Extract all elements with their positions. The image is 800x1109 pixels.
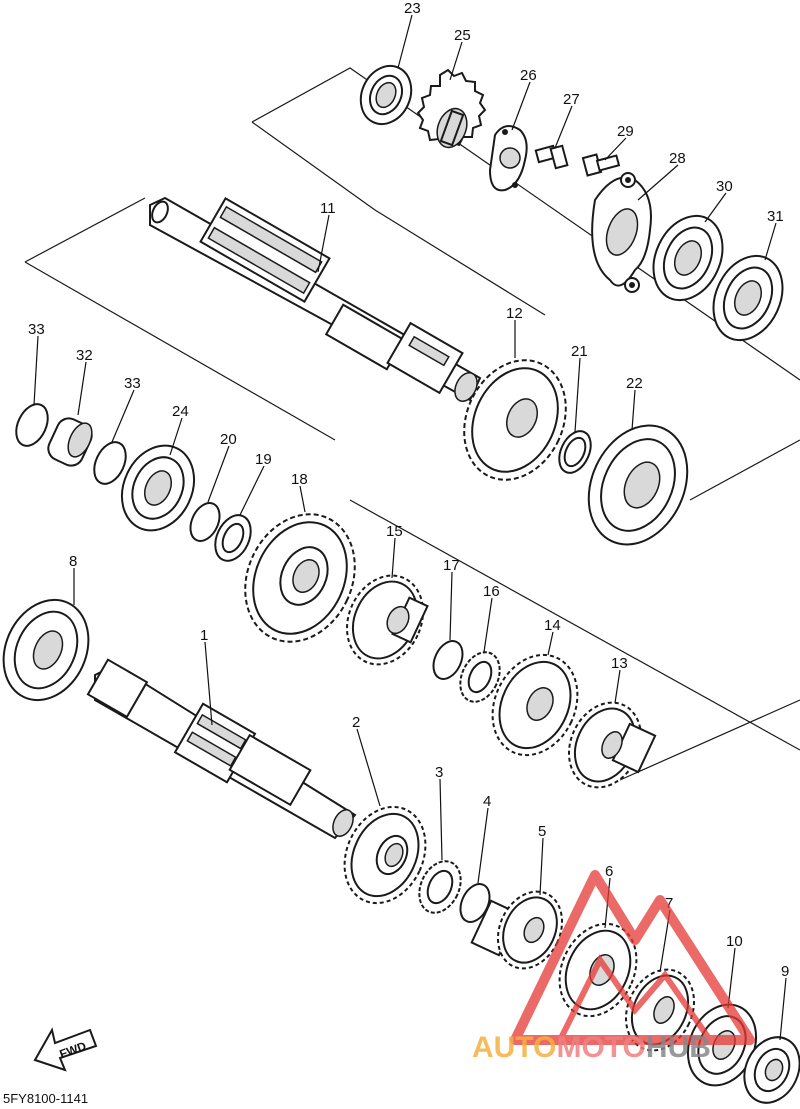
part-32-collar xyxy=(47,417,93,467)
part-8-bearing xyxy=(2,598,90,702)
part-2-gear xyxy=(343,805,427,905)
callout-12: 12 xyxy=(506,305,523,322)
callout-leaders xyxy=(33,14,787,1041)
callout-16: 16 xyxy=(483,583,500,600)
callout-20: 20 xyxy=(220,431,237,448)
part-30-bearing xyxy=(652,214,724,302)
callout-13: 13 xyxy=(611,655,628,672)
part-20-circlip xyxy=(189,502,221,542)
part-9-bearing xyxy=(743,1036,800,1104)
callout-17: 17 xyxy=(443,557,460,574)
callout-4: 4 xyxy=(483,793,491,810)
callout-29: 29 xyxy=(617,123,634,140)
callout-14: 14 xyxy=(544,617,561,634)
callout-33-right: 33 xyxy=(124,375,141,392)
assembly-outline-top xyxy=(251,67,800,381)
callout-2: 2 xyxy=(352,714,360,731)
callout-28: 28 xyxy=(669,150,686,167)
callout-10: 10 xyxy=(726,933,743,950)
part-18-gear xyxy=(244,513,356,643)
callout-8: 8 xyxy=(69,553,77,570)
fwd-arrow-icon: FWD xyxy=(33,1027,98,1072)
part-28-bearing-stopper xyxy=(591,172,652,293)
callout-11: 11 xyxy=(320,200,336,217)
callout-30: 30 xyxy=(716,178,733,195)
callout-26: 26 xyxy=(520,67,537,84)
callout-22: 22 xyxy=(626,375,643,392)
callout-31: 31 xyxy=(767,208,784,225)
assembly-outline-middle xyxy=(24,197,800,501)
callout-21: 21 xyxy=(571,343,588,360)
part-16-washer xyxy=(459,651,501,703)
part-23-bearing xyxy=(359,64,413,126)
part-19-washer xyxy=(214,514,252,562)
part-29-bolt xyxy=(581,153,621,177)
svg-text:AUTOMOTOHUB: AUTOMOTOHUB xyxy=(472,1031,711,1064)
part-17-circlip xyxy=(432,640,464,680)
watermark-text: AUTOMOTOHUB xyxy=(472,1031,711,1064)
part-15-gear xyxy=(346,574,429,666)
part-33-circlip-left xyxy=(15,403,49,447)
callout-19: 19 xyxy=(255,451,272,468)
part-3-washer xyxy=(418,860,462,914)
callout-6: 6 xyxy=(605,863,613,880)
part-13-gear xyxy=(568,701,657,789)
part-11-drive-axle xyxy=(149,196,482,402)
callout-18: 18 xyxy=(291,471,308,488)
callout-5: 5 xyxy=(538,823,546,840)
part-33-circlip-right xyxy=(93,441,127,485)
part-5-gear xyxy=(470,890,564,970)
callout-labels: 23 25 26 27 29 28 30 31 11 12 21 22 33 3… xyxy=(28,0,789,980)
part-31-bearing xyxy=(712,254,784,342)
callout-15: 15 xyxy=(386,523,403,540)
callout-33-left: 33 xyxy=(28,321,45,338)
callout-25: 25 xyxy=(454,27,471,44)
callout-3: 3 xyxy=(435,764,443,781)
part-25-drive-sprocket xyxy=(416,68,487,149)
callout-9: 9 xyxy=(781,963,789,980)
callout-7: 7 xyxy=(665,895,673,912)
part-14-gear xyxy=(491,653,579,757)
callout-23: 23 xyxy=(404,0,421,17)
part-27-bolt xyxy=(534,144,569,170)
callout-1: 1 xyxy=(200,627,208,644)
part-1-main-axle xyxy=(86,658,357,840)
callout-27: 27 xyxy=(563,91,580,108)
part-12-gear xyxy=(463,359,567,481)
part-21-washer xyxy=(558,430,592,474)
watermark-logo xyxy=(510,870,755,1045)
part-22-bearing xyxy=(587,424,689,546)
part-26-lock-washer xyxy=(488,125,528,192)
assembly-outline-bottom xyxy=(349,499,800,781)
callout-32: 32 xyxy=(76,347,93,364)
part-24-bearing xyxy=(121,444,195,532)
callout-24: 24 xyxy=(172,403,189,420)
part-code: 5FY8100-1141 xyxy=(3,1091,88,1106)
